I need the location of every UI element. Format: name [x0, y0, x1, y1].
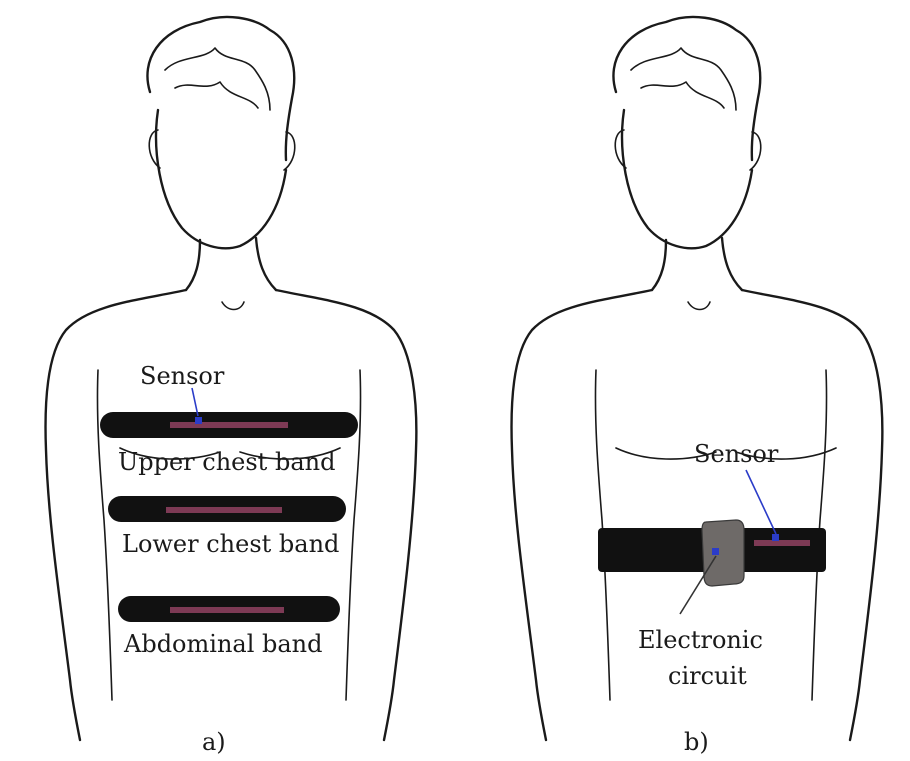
circuit-marker [712, 548, 719, 555]
belt-sensor-strip [754, 540, 810, 546]
electronic-circuit-box [702, 520, 744, 586]
lower-band-sensor-strip [166, 507, 282, 513]
lower-chest-band-label: Lower chest band [122, 530, 339, 558]
abdominal-band-sensor-strip [170, 607, 284, 613]
sensor-label-b: Sensor [694, 440, 779, 468]
abdominal-band-label: Abdominal band [123, 630, 323, 658]
belt-sensor-marker [772, 534, 779, 541]
belt-sensor-leader-line [746, 470, 776, 534]
sensor-leader-line [192, 388, 198, 416]
sensor-marker [195, 417, 202, 424]
circuit-label-line2: circuit [668, 662, 747, 690]
panel-a-label: a) [202, 728, 226, 756]
upper-chest-band-label: Upper chest band [118, 448, 335, 476]
circuit-label-line1: Electronic [638, 626, 763, 654]
panel-b-label: b) [684, 728, 709, 756]
sensor-label-a: Sensor [140, 362, 225, 390]
upper-band-sensor-strip [170, 422, 288, 428]
